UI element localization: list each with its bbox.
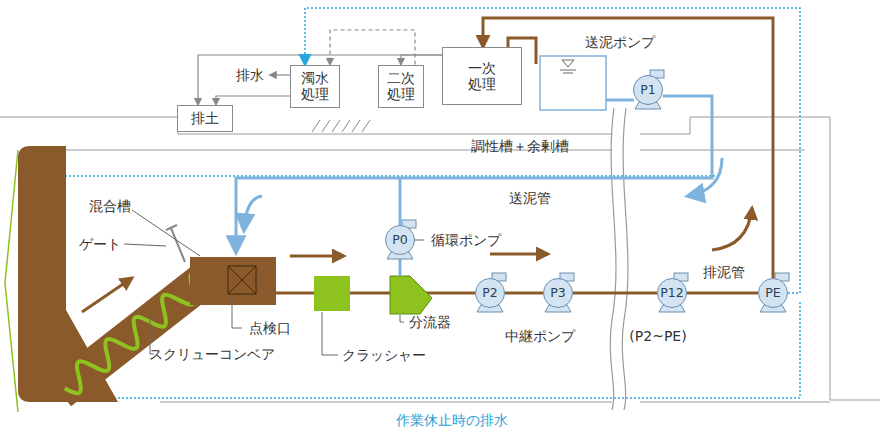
drawing-rect	[228, 266, 256, 294]
box-label: 排土	[191, 110, 219, 126]
ground-lines	[0, 117, 880, 402]
drawing-path	[622, 108, 628, 410]
mixing-tank	[190, 257, 276, 305]
drawing-path	[0, 117, 178, 118]
pump-label: P3	[550, 286, 566, 300]
flow-arrow	[490, 253, 548, 256]
drawing-path	[132, 210, 200, 256]
drawing-path	[640, 402, 830, 403]
discharge-pipe	[276, 292, 476, 295]
part-label: スクリューコンベア	[147, 346, 277, 362]
leader-lines	[124, 210, 424, 355]
process-box: 一次 処理	[442, 47, 522, 105]
part-label: 送泥管	[507, 190, 553, 206]
drawing-path	[400, 315, 404, 322]
drawing-path	[160, 402, 612, 403]
flow-arrow	[290, 255, 344, 258]
pipe-connector	[401, 55, 442, 65]
pump-label: P12	[660, 286, 683, 300]
part-label: 排水	[234, 67, 266, 83]
drawing-path	[178, 117, 612, 134]
inspection-port	[228, 266, 256, 294]
water-level	[560, 60, 576, 73]
part-label: 作業休止時の排水	[394, 412, 510, 428]
pipe-connector	[305, 8, 800, 293]
drawing-path	[228, 266, 256, 294]
pump-symbol: P3	[543, 278, 573, 308]
pump-symbol: P12	[657, 278, 687, 308]
drawing-path	[312, 120, 370, 132]
send-pipe	[236, 178, 400, 252]
diverter	[390, 276, 432, 314]
pump-symbol: P1	[633, 75, 663, 105]
process-box: 排土	[177, 105, 233, 132]
pump-label: P2	[482, 286, 498, 300]
part-label: 排泥管	[701, 264, 747, 280]
pipe-connector	[198, 55, 442, 105]
part-label: (P2~PE)	[627, 328, 688, 344]
part-label: 調性槽＋余剰槽	[469, 138, 571, 154]
part-label: 循環ポンプ	[429, 232, 503, 248]
drawing-path	[322, 312, 338, 355]
part-label: 送泥ポンプ	[583, 34, 657, 50]
cutter-edge	[5, 150, 18, 412]
pump-symbol: P2	[475, 278, 505, 308]
break-lines	[610, 108, 628, 410]
pump-symbol: PE	[758, 278, 788, 308]
flow-arrow	[82, 278, 132, 312]
box-label: 一次 処理	[466, 60, 498, 92]
drawing-path	[166, 225, 177, 230]
ground-hatch	[312, 120, 370, 132]
drain-arrow	[270, 74, 290, 75]
process-box: 濁水 処理	[290, 65, 340, 108]
pipe-connector	[573, 292, 657, 295]
pipe-connector	[687, 292, 758, 295]
process-box: 二次 処理	[378, 65, 424, 108]
drawing-path	[232, 296, 242, 328]
part-label: 中継ポンプ	[503, 328, 577, 344]
pump-label: PE	[765, 286, 780, 300]
drawing-path	[124, 244, 166, 246]
pump-symbol: P0	[385, 225, 415, 255]
pipe-connector	[400, 96, 712, 225]
flow-arrow	[712, 208, 752, 250]
drawing-path	[610, 108, 616, 410]
pump-bases	[387, 70, 789, 312]
drawing-path	[414, 240, 424, 241]
box-label: 濁水 処理	[299, 70, 331, 102]
drawing-path	[640, 117, 880, 400]
part-label: 混合槽	[87, 198, 133, 214]
conditioning-tank	[540, 56, 606, 110]
pipe-connector	[330, 30, 415, 65]
pump-label: P1	[640, 83, 656, 97]
pump-label: P0	[392, 233, 408, 247]
flow-arrow	[244, 196, 262, 230]
part-label: クラッシャー	[340, 347, 428, 363]
part-label: 分流器	[407, 314, 453, 330]
part-label: 点検口	[247, 320, 293, 336]
box-label: 二次 処理	[385, 70, 417, 102]
pipe-connector	[505, 292, 543, 295]
pipe-connector	[216, 96, 290, 105]
drawing-path	[640, 150, 805, 151]
crusher	[314, 276, 350, 311]
part-label: ゲート	[77, 236, 123, 252]
tank-outlet	[606, 99, 634, 102]
